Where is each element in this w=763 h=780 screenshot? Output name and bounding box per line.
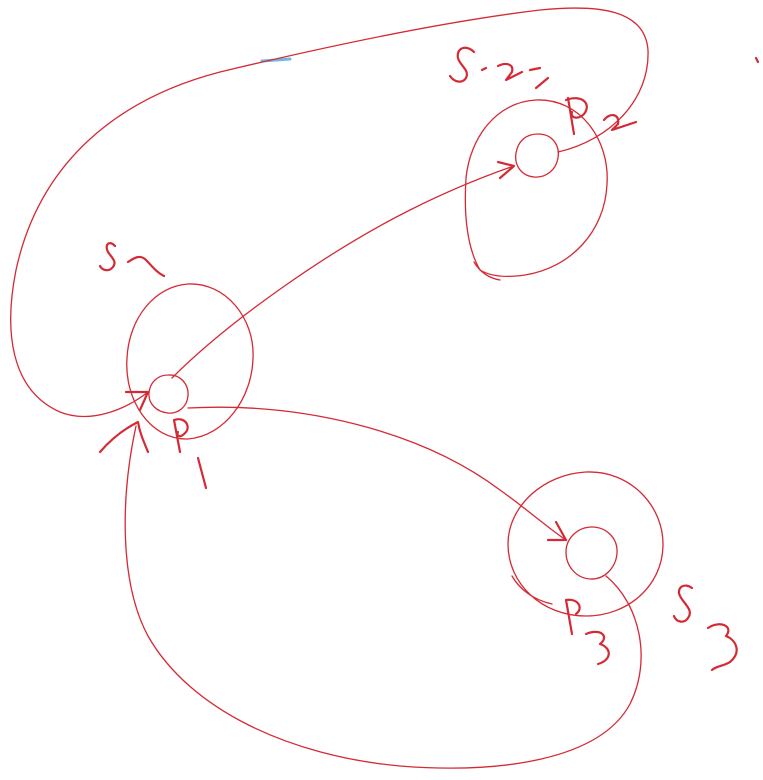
edge-p3-to-p1-arrowhead [98, 420, 150, 454]
p2-label-dash [534, 76, 550, 90]
node-s2 [448, 46, 638, 281]
p2-port-circle [515, 133, 559, 178]
p3-label-glyph [564, 598, 581, 636]
p2-label-glyph [564, 96, 588, 136]
s2-label-tick [528, 66, 542, 72]
s3-outer-circle [507, 471, 664, 617]
p1-port-circle [148, 374, 189, 414]
edge-p2-to-p1-loop [10, 7, 649, 418]
s3-tail-stroke [511, 575, 553, 605]
edge-p1-to-p2-arrowhead [496, 160, 516, 180]
s2-tail-stroke [473, 261, 501, 281]
s2-label-glyph [448, 46, 476, 83]
s1-label-glyph [98, 242, 117, 272]
edge-p1-to-p3-arrowhead [546, 520, 568, 542]
s3-label-glyph [672, 584, 694, 623]
p1-label-subscript [196, 456, 208, 490]
s2-outer-circle [464, 99, 608, 277]
stray-right-mark [754, 56, 760, 64]
s1-outer-circle [126, 283, 254, 440]
p1-label-glyph [172, 418, 189, 454]
p3-port-circle [565, 526, 618, 580]
s2-label-subscript [480, 62, 524, 82]
edge-p3-to-p1-loop [124, 425, 642, 769]
s3-label-subscript [706, 623, 738, 672]
s1-label-subscript [126, 255, 166, 278]
node-s1 [98, 242, 254, 490]
edge-p2-to-p1-arrowhead [124, 390, 150, 412]
p3-label-subscript [584, 630, 610, 666]
edge-p1-to-p3 [187, 406, 567, 541]
node-s3 [507, 471, 738, 672]
p2-label-subscript [602, 114, 638, 132]
edge-p1-to-p2 [171, 165, 515, 379]
